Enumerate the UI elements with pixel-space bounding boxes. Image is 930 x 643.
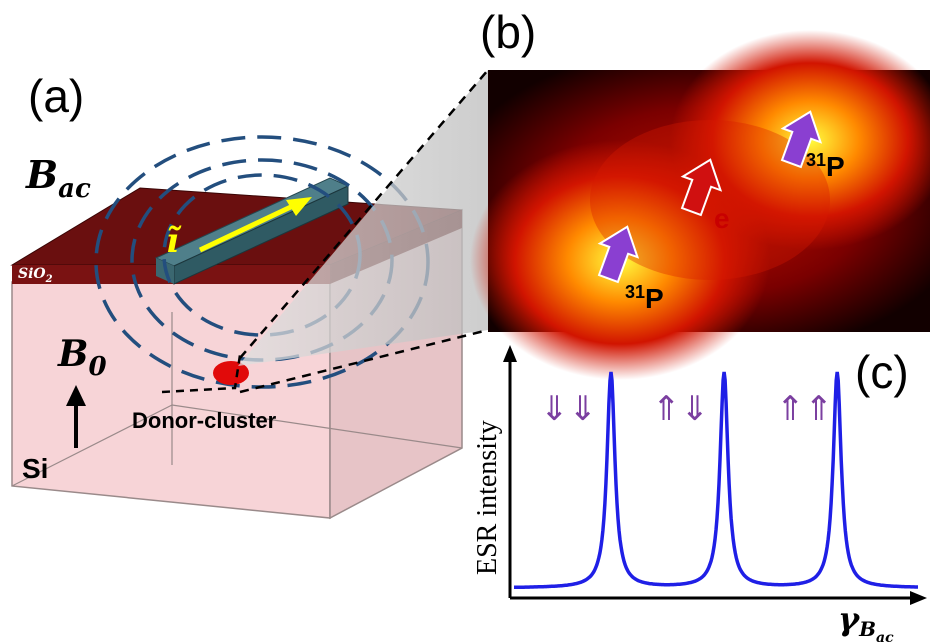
donor-spin-arrow-icon — [597, 225, 640, 284]
oxide-label: SiO2 — [18, 266, 53, 285]
panel-label-b: (b) — [480, 6, 536, 58]
cluster-label: Donor-cluster — [132, 408, 277, 433]
zoom-panel — [470, 30, 930, 380]
current-arrow-icon — [286, 197, 312, 216]
panel-label-a: (a) — [28, 70, 84, 122]
substrate-label: Si — [22, 453, 48, 484]
panel-label-c: (c) — [855, 346, 909, 398]
y-axis-arrow-icon — [503, 345, 517, 362]
x-axis-arrow-icon — [910, 591, 927, 605]
ac-field-label: Bac — [25, 152, 91, 204]
esr-chart — [503, 345, 927, 605]
spectrum-ylabel: ESR intensity — [472, 420, 503, 575]
donor-spin-arrow-icon — [780, 110, 823, 169]
peak-label-3: ⇑⇑ — [776, 389, 833, 429]
zoom-line-bottom — [239, 328, 489, 394]
peak-label-1: ⇓⇓ — [540, 389, 597, 429]
electron-label: e — [714, 203, 730, 234]
zoom-cone — [238, 70, 488, 366]
static-field-label: B0 — [57, 333, 107, 382]
donor-cluster — [213, 361, 249, 385]
donor-label-1: 31P — [625, 282, 664, 314]
spectrum-xlabel: γBac — [838, 600, 894, 643]
current-label: ĩ — [166, 221, 182, 261]
spectrum-series-line — [514, 371, 918, 590]
peak-label-2: ⇑⇓ — [652, 389, 709, 429]
b0-arrow-icon — [66, 385, 86, 406]
donor-label-2: 31P — [806, 150, 845, 182]
electron-spin-arrow-icon — [680, 158, 723, 217]
cluster-outline — [161, 354, 242, 394]
